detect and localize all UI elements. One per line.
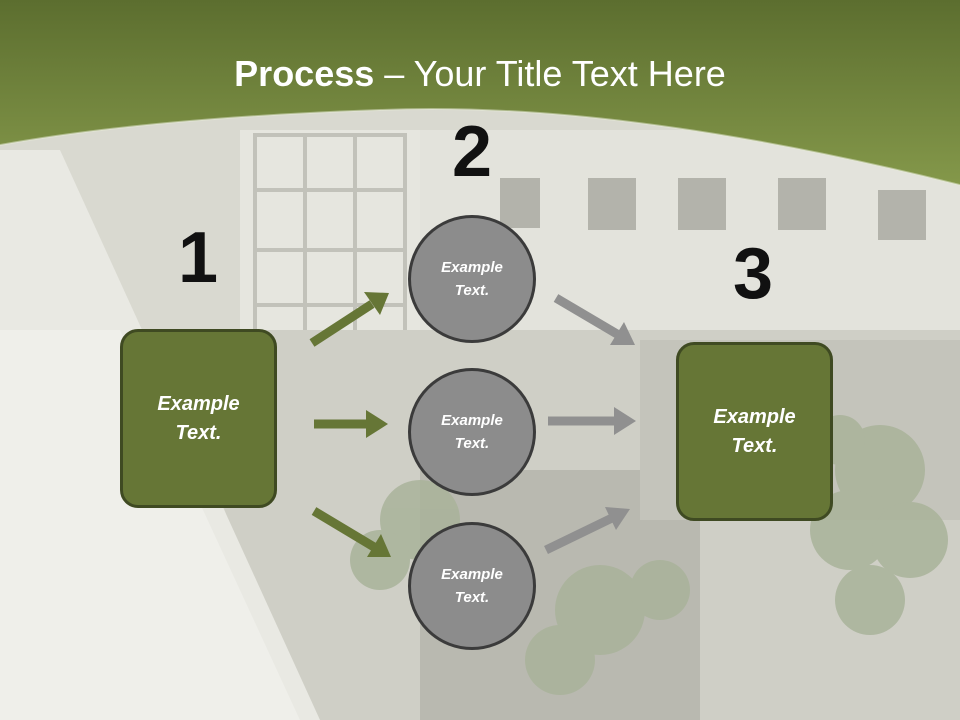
circle-1-label: Example Text. [441, 259, 503, 299]
circle-2-label: Example Text. [441, 412, 503, 452]
arrow-to-circle-2 [314, 410, 388, 438]
process-circle-1: Example Text. [408, 215, 536, 343]
title-strong: Process [234, 53, 375, 94]
slide-title: Process – Your Title Text Here [0, 52, 960, 96]
arrow-to-circle-3 [311, 507, 391, 557]
arrow-from-circle-3 [544, 507, 630, 555]
process-circle-2: Example Text. [408, 368, 536, 496]
title-rest: – Your Title Text Here [374, 53, 726, 94]
arrow-from-circle-1 [553, 294, 635, 345]
start-box: Example Text. [120, 329, 277, 508]
step-number-2: 2 [451, 112, 493, 192]
arrow-to-circle-1 [309, 292, 389, 347]
arrow-from-circle-2 [548, 407, 636, 435]
end-box: Example Text. [676, 342, 833, 521]
process-circle-3: Example Text. [408, 522, 536, 650]
circle-3-label: Example Text. [441, 566, 503, 606]
step-number-3: 3 [732, 234, 774, 314]
end-box-label: Example Text. [713, 405, 796, 457]
start-box-label: Example Text. [157, 392, 240, 444]
step-number-1: 1 [177, 218, 219, 298]
